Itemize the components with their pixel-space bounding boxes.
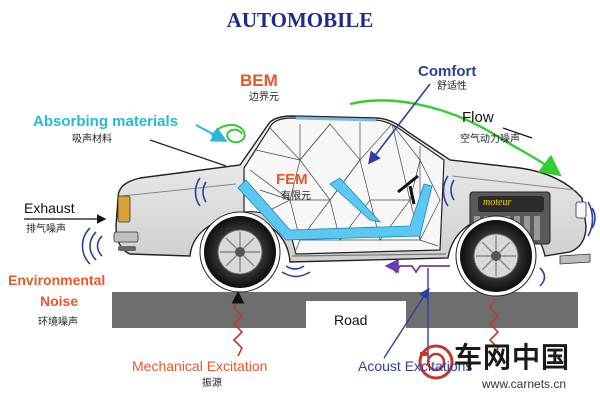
absorbing-cn-label: 吸声材料: [72, 134, 112, 145]
flow-swirl: [211, 124, 246, 144]
diagram-title: AUTOMOBILE: [226, 8, 374, 32]
comfort-cn-label: 舒适性: [437, 81, 467, 92]
absorbing-label: Absorbing materials: [33, 113, 179, 130]
flow-pointer: [502, 127, 533, 139]
comfort-label: Comfort: [418, 63, 477, 80]
absorbing-arrow: [195, 124, 228, 142]
acoustic-excitation-label: Acoust Excitations: [358, 358, 473, 374]
env-noise-label-line1: Environmental: [8, 272, 106, 288]
road: [112, 292, 578, 328]
moteur-label: moteur: [483, 197, 512, 208]
flow-cn-label: 空气动力噪声: [460, 134, 520, 145]
watermark-name: 车网中国: [454, 341, 571, 374]
env-noise-label-line2: Noise: [40, 293, 79, 309]
exhaust-cn-label: 排气噪声: [26, 224, 66, 235]
flow-label: Flow: [462, 109, 494, 126]
acoustic-excitation-lines: [383, 268, 430, 359]
front-wheel: [455, 215, 537, 297]
flow-arrow: [349, 99, 562, 177]
rear-wheel: [199, 211, 281, 293]
road-label: Road: [334, 312, 368, 328]
env-noise-cn-label: 环境噪声: [38, 317, 78, 328]
comfort-arrow: [368, 83, 431, 165]
mechanical-excitation-waves: [232, 297, 500, 357]
bem-cn-label: 边界元: [249, 92, 279, 103]
mechanical-excitation-label: Mechanical Excitation: [132, 358, 268, 374]
absorbing-layer: [237, 177, 433, 241]
watermark-url: www.carnets.cn: [482, 377, 567, 391]
exhaust-label: Exhaust: [24, 200, 75, 216]
fem-label: FEM: [276, 171, 308, 188]
watermark-logo: [418, 344, 454, 380]
mechanical-excitation-cn-label: 振源: [202, 378, 222, 389]
fem-cn-label: 有限元: [281, 191, 311, 202]
bem-pointer: [149, 139, 227, 167]
sound-waves: [81, 175, 596, 287]
bem-label: BEM: [240, 71, 278, 90]
acoustic-path: [384, 258, 450, 274]
